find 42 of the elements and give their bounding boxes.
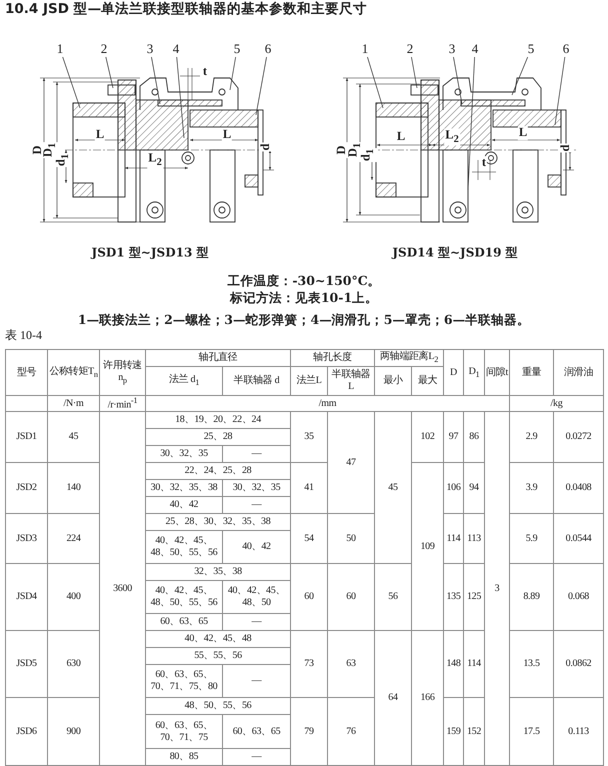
leader-line bbox=[256, 56, 267, 116]
dimension-label: L bbox=[518, 126, 528, 140]
leader-line bbox=[367, 56, 384, 108]
callout-number: 4 bbox=[170, 42, 182, 56]
figure-caption: JSD1 型~JSD13 型 bbox=[90, 246, 210, 260]
leader-line bbox=[151, 56, 160, 104]
leader-line bbox=[512, 56, 528, 96]
dimension-label: L$_{2}$ bbox=[444, 128, 460, 146]
figure-caption: JSD14 型~JSD19 型 bbox=[391, 246, 519, 260]
note-text: 标记方法：见表10-1上。 bbox=[228, 291, 380, 305]
note-text: 1—联接法兰；2—螺栓；3—蛇形弹簧；4—润滑孔；5—罩壳；6—半联轴器。 bbox=[76, 313, 532, 327]
header-cell: 润滑油 bbox=[553, 349, 604, 396]
table-cell: JSD6 bbox=[5, 697, 48, 766]
callout-number: 2 bbox=[98, 42, 110, 56]
leader-line bbox=[176, 56, 184, 138]
leader-line bbox=[411, 56, 418, 88]
table-caption: 表 10-4 bbox=[5, 329, 42, 342]
callout-number: 5 bbox=[232, 42, 242, 56]
leader-line bbox=[453, 56, 462, 104]
callout-number: 2 bbox=[404, 42, 416, 56]
table-cell: 0.113 bbox=[553, 697, 604, 766]
note-text: 工作温度：-30~150°C。 bbox=[226, 274, 382, 288]
dimension-label: d bbox=[559, 144, 573, 152]
callout-number: 1 bbox=[360, 42, 370, 56]
dimension-label: L bbox=[222, 128, 232, 142]
dimension-label: d bbox=[259, 142, 273, 152]
callout-number: 5 bbox=[526, 42, 536, 56]
leader-line bbox=[554, 56, 566, 126]
header-cell: 型号 bbox=[5, 349, 48, 396]
title: 10.4 JSD 型—单法兰联接型联轴器的基本参数和主要尺寸 bbox=[5, 2, 368, 17]
callout-number: 6 bbox=[262, 42, 274, 56]
dimension-label: L$_{2}$ bbox=[147, 152, 163, 168]
leader-line bbox=[230, 56, 236, 90]
leader-line bbox=[468, 56, 475, 190]
callout-number: 4 bbox=[470, 42, 480, 56]
dimension-label: L bbox=[94, 128, 106, 142]
leader-line bbox=[62, 56, 80, 108]
leader-line bbox=[106, 56, 114, 88]
callout-number: 6 bbox=[560, 42, 572, 56]
callout-number: 3 bbox=[446, 42, 458, 56]
callout-number: 3 bbox=[144, 42, 156, 56]
callout-number: 1 bbox=[54, 42, 66, 56]
